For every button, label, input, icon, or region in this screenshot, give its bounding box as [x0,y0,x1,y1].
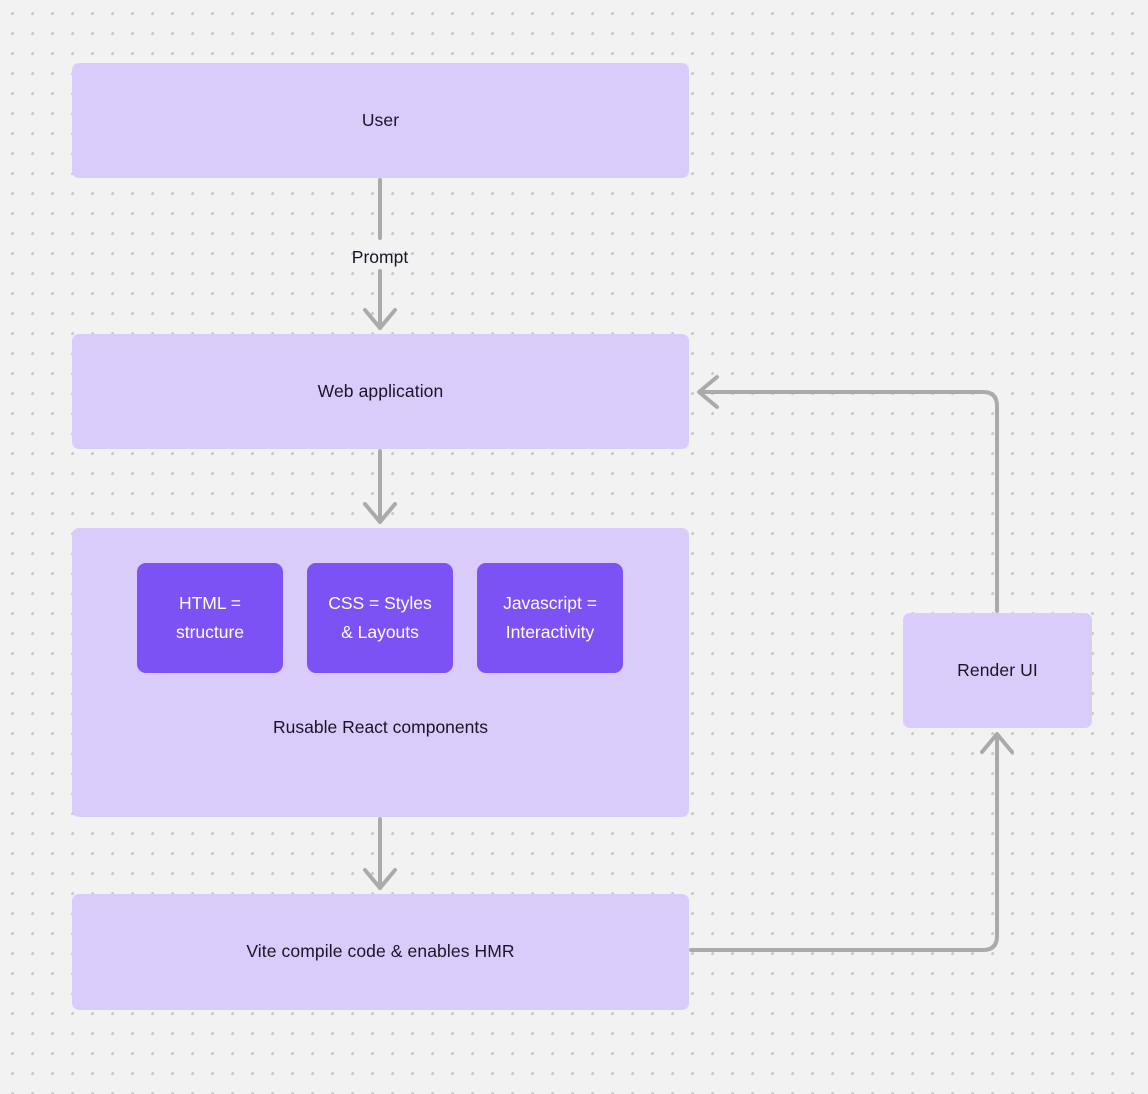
node-web-application[interactable]: Web application [72,334,689,449]
chip-css-label: CSS = Styles& Layouts [328,593,432,642]
chip-css[interactable]: CSS = Styles& Layouts [307,563,453,673]
node-vite[interactable]: Vite compile code & enables HMR [72,894,689,1010]
chip-javascript[interactable]: Javascript =Interactivity [477,563,623,673]
edge-label-prompt: Prompt [351,247,409,267]
chip-row: HTML =structure CSS = Styles& Layouts Ja… [137,563,624,673]
node-user-label: User [361,109,400,130]
node-web-application-label: Web application [317,380,444,401]
chip-javascript-label: Javascript =Interactivity [503,593,597,642]
react-components-caption: Rusable React components [273,717,488,737]
node-vite-label: Vite compile code & enables HMR [246,941,515,962]
node-user[interactable]: User [72,63,689,178]
chip-html-label: HTML =structure [175,593,245,642]
chip-html[interactable]: HTML =structure [137,563,283,673]
node-render-ui-label: Render UI [957,659,1038,680]
node-react-components-group[interactable]: HTML =structure CSS = Styles& Layouts Ja… [72,528,689,817]
node-render-ui[interactable]: Render UI [903,613,1092,728]
